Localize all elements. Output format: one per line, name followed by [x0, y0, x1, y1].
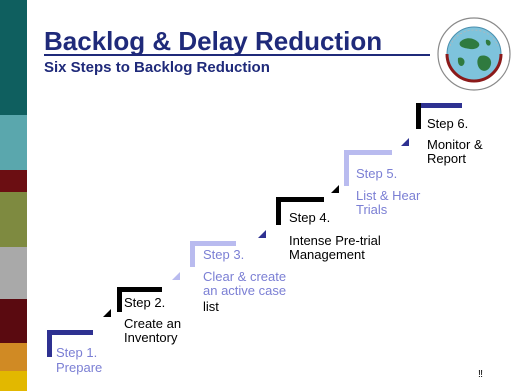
- sidebar-band: [0, 371, 27, 391]
- step-5-riser: [344, 150, 349, 186]
- step-1-riser: [47, 330, 52, 357]
- title-underline: [44, 54, 430, 56]
- step-5-bar: [344, 150, 392, 155]
- sidebar-color-strip: [0, 0, 27, 391]
- step-5-triangle: [401, 138, 409, 146]
- step-5-label: Step 5.: [356, 166, 398, 181]
- step-6-riser: [416, 103, 421, 129]
- step-3-desc-tail: list: [203, 299, 219, 314]
- step-6-label: Step 6.: [427, 116, 469, 131]
- step-2-triangle: [172, 272, 180, 280]
- step-2-riser: [117, 287, 122, 312]
- step-1-desc: Prepare: [56, 360, 103, 375]
- sidebar-band: [0, 247, 27, 299]
- sidebar-band: [0, 170, 27, 192]
- step-3-triangle: [258, 230, 266, 238]
- step-1-triangle: [103, 309, 111, 317]
- step-1-label: Step 1.: [56, 345, 98, 360]
- step-4-bar: [276, 197, 324, 202]
- step-5-desc: List & Hear Trials: [356, 188, 421, 217]
- footer-mark: ‼: [478, 369, 483, 380]
- step-4-riser: [276, 197, 281, 225]
- step-3-bar: [190, 241, 236, 246]
- step-4-triangle: [331, 185, 339, 193]
- step-2-bar: [117, 287, 162, 292]
- step-4-desc: Intense Pre-trial Management: [289, 233, 381, 262]
- sidebar-band: [0, 192, 27, 247]
- sidebar-band: [0, 115, 27, 170]
- step-1-bar: [47, 330, 93, 335]
- sidebar-band: [0, 0, 27, 115]
- step-3-riser: [190, 241, 195, 267]
- step-2-label: Step 2.: [124, 295, 166, 310]
- step-2-desc: Create an Inventory: [124, 316, 182, 345]
- page-subtitle: Six Steps to Backlog Reduction: [44, 59, 270, 76]
- globe-logo: [436, 16, 512, 92]
- page-title: Backlog & Delay Reduction: [44, 26, 383, 56]
- step-4-label: Step 4.: [289, 210, 331, 225]
- step-6-bar: [416, 103, 462, 108]
- step-6-desc: Monitor & Report: [427, 137, 483, 166]
- step-3-label: Step 3.: [203, 247, 245, 262]
- sidebar-band: [0, 343, 27, 371]
- sidebar-band: [0, 299, 27, 343]
- step-3-desc: Clear & create an active case: [203, 269, 287, 298]
